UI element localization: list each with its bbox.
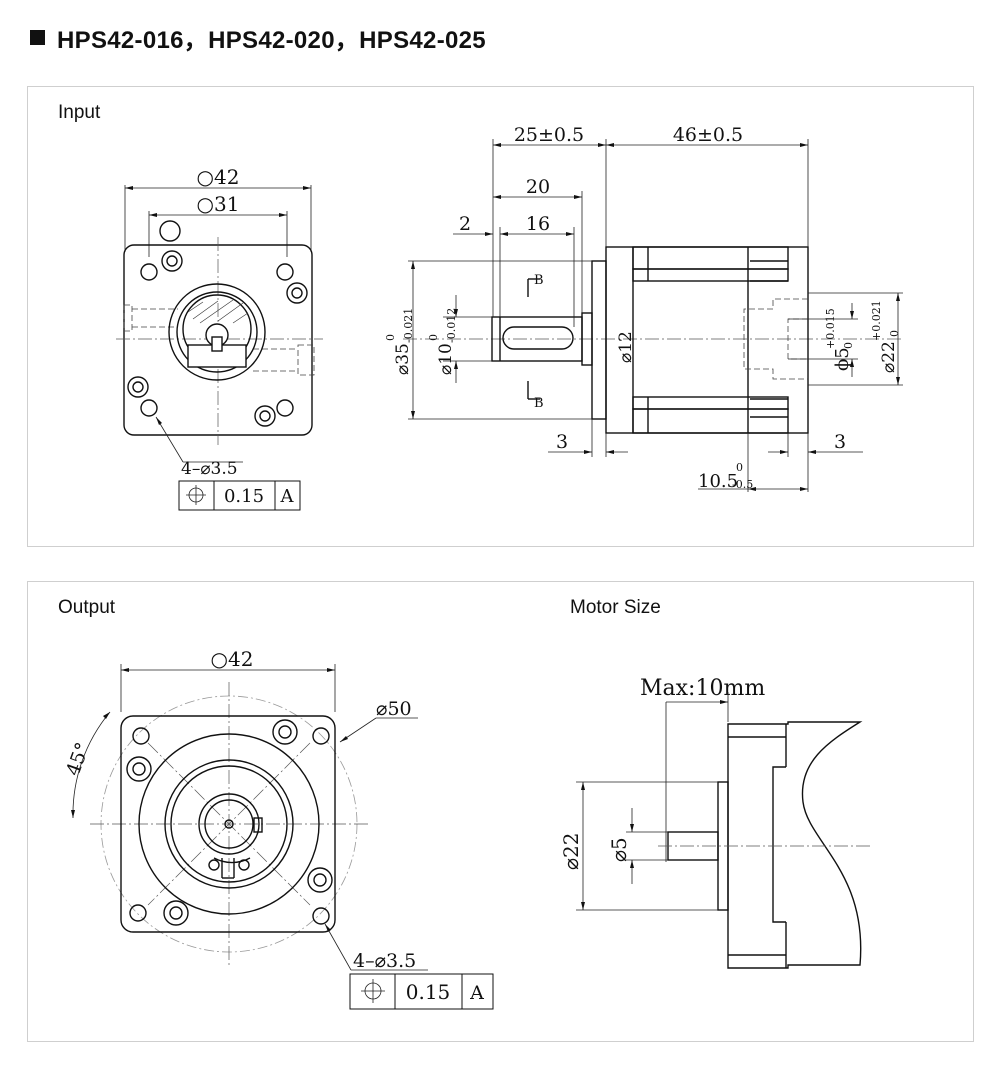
dim-3-left: 3: [556, 431, 568, 453]
input-gearbox-body: [605, 246, 809, 434]
input-side-view: B B 25±0.5 46±0.5 20: [384, 124, 903, 492]
output-flange-plate: [120, 715, 336, 933]
output-flange-circle: [138, 733, 320, 915]
output-panel-label: Output: [58, 597, 116, 618]
output-tolerance-value: 0.15: [406, 980, 451, 1004]
input-front-view: ○42 ○31: [116, 165, 323, 511]
motor-dim-d5: ⌀5: [607, 837, 631, 862]
motor-size-label: Motor Size: [570, 597, 661, 618]
motor-size-view: Max:10mm ⌀22: [559, 676, 870, 969]
dim-d5-tol-lower: 0: [842, 342, 855, 349]
input-shaft-key: [502, 326, 574, 350]
dim-10-5-tol-upper: 0: [736, 461, 743, 474]
output-tolerance-frame: 0.15 A: [349, 973, 494, 1010]
page-title: HPS42-016，HPS42-020，HPS42-025: [30, 22, 486, 54]
output-tolerance-datum: A: [469, 982, 484, 1004]
dim-d35-tol-lower: -0.021: [402, 308, 415, 343]
dim-46: 46±0.5: [673, 124, 743, 146]
input-tolerance-frame: 0.15 A: [178, 480, 301, 511]
motor-body-outline: [727, 721, 863, 969]
motor-dim-d22: ⌀22: [559, 833, 583, 871]
output-panel: Output Motor Size ○42: [27, 581, 974, 1042]
dim-25: 25±0.5: [514, 124, 584, 146]
section-mark-b-top: B: [534, 273, 544, 288]
dim-d35: ⌀35: [393, 343, 413, 375]
section-mark-b-bottom: B: [534, 396, 544, 411]
output-hole-note: 4–⌀3.5: [353, 950, 416, 972]
position-symbol-icon: [361, 979, 385, 1003]
dim-d22: ⌀22: [879, 341, 899, 373]
dim-d5-tol-upper: +0.015: [824, 308, 837, 349]
dim-d10-tol-lower: -0.012: [445, 308, 458, 343]
output-dim-square-42: ○42: [211, 647, 254, 671]
dim-d22-tol-upper: +0.021: [870, 300, 883, 341]
output-dim-d50: ⌀50: [376, 698, 412, 720]
output-drawing: ○42: [62, 647, 870, 1010]
dim-d10: ⌀10: [436, 343, 456, 375]
dim-square-42: ○42: [197, 165, 240, 189]
input-hole-note: 4–⌀3.5: [181, 459, 238, 479]
dim-d35-tol-upper: 0: [384, 334, 397, 341]
dim-10-5-tol-lower: -0.5: [732, 478, 753, 491]
dim-2: 2: [459, 213, 471, 235]
title-bullet-square: [30, 29, 45, 45]
input-tolerance-datum: A: [280, 486, 295, 507]
dim-3-right: 3: [834, 431, 846, 453]
page-title-text: HPS42-016，HPS42-020，HPS42-025: [57, 26, 486, 54]
input-drawing: ○42 ○31: [116, 124, 903, 511]
position-symbol-icon: [186, 485, 206, 505]
input-tolerance-value: 0.15: [224, 486, 264, 507]
dim-16: 16: [526, 213, 550, 235]
dim-d10-tol-upper: 0: [427, 334, 440, 341]
dim-10-5: 10.5: [698, 471, 738, 492]
input-boss-outer: [168, 283, 266, 381]
dim-d12: ⌀12: [616, 331, 636, 363]
output-screw-icon: [272, 719, 298, 745]
dim-20: 20: [526, 176, 550, 198]
dim-d22-tol-lower: 0: [888, 330, 901, 337]
input-panel: Input ○42 ○31: [27, 86, 974, 547]
input-mount-hole-icon: [159, 220, 181, 242]
output-front-view: ○42: [62, 647, 494, 1010]
input-panel-label: Input: [58, 102, 101, 123]
dim-square-31: ○31: [197, 192, 240, 216]
motor-dim-max: Max:10mm: [640, 676, 765, 701]
output-dim-angle: 45°: [62, 740, 94, 779]
dim-d5: ϕ5: [832, 347, 853, 371]
